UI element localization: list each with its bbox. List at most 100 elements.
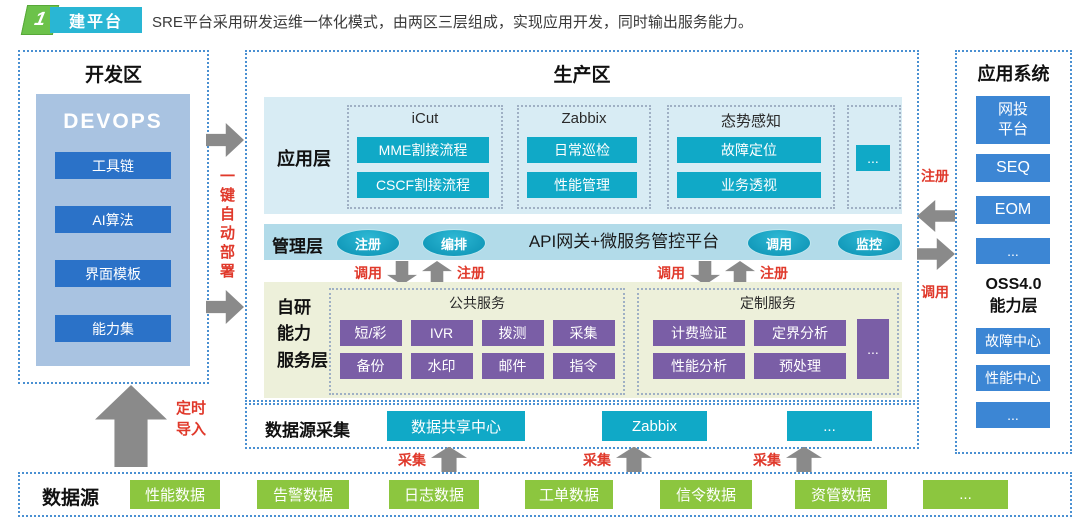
collect-data-share-center: 数据共享中心 — [387, 411, 525, 441]
public-service-row2: 备份 水印 邮件 指令 — [331, 353, 623, 379]
app-systems-title: 应用系统 — [977, 64, 1050, 84]
mgmt-layer: 管理层 注册 编排 API网关+微服务管控平台 调用 监控 — [264, 224, 902, 260]
svc-watermark: 水印 — [410, 353, 473, 379]
ds-signaling-data: 信令数据 — [660, 480, 752, 509]
devops-panel-title: DEVOPS — [63, 110, 163, 133]
ds-alarm-data: 告警数据 — [257, 480, 349, 509]
arrow-left-icon — [917, 200, 955, 232]
dev-item-ui-template: 界面模板 — [55, 260, 171, 287]
step-title-badge: 建平台 — [50, 7, 142, 33]
custom-service-row1: 计费验证 定界分析 — [639, 320, 897, 346]
dev-item-capability-set: 能力集 — [55, 315, 171, 342]
sys-fault-center: 故障中心 — [976, 328, 1050, 354]
collect-arrow-1: 采集 — [398, 446, 467, 474]
ds-more: ... — [923, 480, 1008, 509]
app-group-zabbix-title: Zabbix — [561, 110, 607, 127]
flow-register-label: 注册 — [760, 265, 788, 281]
api-gateway-title: API网关+微服务管控平台 — [528, 232, 720, 251]
oss-capability-label: OSS4.0 能力层 — [985, 276, 1042, 316]
dev-item-ai-algorithm: AI算法 — [55, 206, 171, 233]
dev-item-toolchain: 工具链 — [55, 152, 171, 179]
app-item-business-view: 业务透视 — [677, 172, 821, 198]
collect-label: 采集 — [753, 452, 781, 468]
ds-workorder-data: 工单数据 — [525, 480, 613, 509]
svc-performance-analysis: 性能分析 — [653, 353, 745, 379]
custom-service-more: ... — [857, 319, 889, 379]
arrow-right-icon — [917, 238, 955, 270]
mgmt-flow-left: 调用 注册 — [354, 260, 485, 286]
collect-label: 采集 — [583, 452, 611, 468]
sys-network-invest-platform: 网投 平台 — [976, 96, 1050, 144]
pill-register: 注册 — [336, 229, 400, 257]
dev-zone-title: 开发区 — [84, 65, 142, 86]
arrow-right-icon — [206, 290, 244, 324]
app-group-zabbix: Zabbix 日常巡检 性能管理 — [517, 105, 651, 209]
flow-call-label: 调用 — [354, 265, 382, 281]
collect-arrow-2: 采集 — [583, 446, 652, 474]
dev-zone: 开发区 DEVOPS 工具链 AI算法 界面模板 能力集 — [18, 50, 209, 384]
svc-email: 邮件 — [481, 353, 544, 379]
svc-backup: 备份 — [339, 353, 402, 379]
svc-collect: 采集 — [552, 320, 615, 346]
svc-billing-verify: 计费验证 — [653, 320, 745, 346]
app-group-icut: iCut MME割接流程 CSCF割接流程 — [347, 105, 503, 209]
arrow-up-icon — [95, 385, 167, 467]
app-group-icut-title: iCut — [411, 110, 439, 127]
one-click-deploy-label: 一键自动部署 — [218, 168, 235, 282]
pill-call: 调用 — [747, 229, 811, 257]
app-layer: 应用层 iCut MME割接流程 CSCF割接流程 Zabbix 日常巡检 性能… — [264, 97, 902, 214]
app-group-more: ... — [847, 105, 901, 209]
ds-log-data: 日志数据 — [389, 480, 479, 509]
sys-performance-center: 性能中心 — [976, 365, 1050, 391]
arrow-up-icon — [786, 446, 822, 474]
production-zone-title: 生产区 — [553, 65, 611, 86]
custom-service-row2: 性能分析 预处理 — [639, 353, 897, 379]
flow-register-label: 注册 — [457, 265, 485, 281]
app-item-cscf-cutover: CSCF割接流程 — [357, 172, 489, 198]
sys-eom: EOM — [976, 196, 1050, 224]
app-item-daily-inspection: 日常巡检 — [527, 137, 637, 163]
arrow-right-icon — [206, 123, 244, 157]
pill-orchestrate: 编排 — [422, 229, 486, 257]
sys-seq: SEQ — [976, 154, 1050, 182]
svc-preprocess: 预处理 — [754, 353, 846, 379]
svc-dial-test: 拨测 — [481, 320, 544, 346]
app-item-more: ... — [856, 145, 890, 171]
ds-resource-data: 资管数据 — [795, 480, 887, 509]
app-group-situation-awareness: 态势感知 故障定位 业务透视 — [667, 105, 835, 209]
sys-more-bottom: ... — [976, 402, 1050, 428]
public-service-group: 公共服务 短/彩 IVR 拨测 采集 备份 水印 邮件 指令 — [329, 288, 625, 395]
service-layer-label: 自研 能力 服务层 — [277, 298, 328, 370]
devops-panel: DEVOPS 工具链 AI算法 界面模板 能力集 — [36, 94, 190, 366]
service-layer: 自研 能力 服务层 公共服务 短/彩 IVR 拨测 采集 备份 水印 邮件 指令… — [264, 282, 902, 398]
public-service-title: 公共服务 — [449, 295, 505, 311]
scheduled-import-label: 定时 导入 — [176, 400, 207, 438]
app-item-mme-cutover: MME割接流程 — [357, 137, 489, 163]
datasource-label: 数据源 — [42, 488, 100, 509]
svc-ivr: IVR — [410, 320, 473, 346]
mgmt-layer-label: 管理层 — [272, 237, 323, 256]
mgmt-flow-right: 调用 注册 — [657, 260, 788, 286]
svc-sms-mms: 短/彩 — [339, 320, 402, 346]
svc-command: 指令 — [552, 353, 615, 379]
app-item-performance-mgmt: 性能管理 — [527, 172, 637, 198]
arrow-up-icon — [431, 446, 467, 474]
collection-layer: 数据源采集 数据共享中心 Zabbix ... — [245, 403, 919, 449]
app-item-fault-location: 故障定位 — [677, 137, 821, 163]
custom-service-title: 定制服务 — [740, 295, 796, 311]
custom-service-group: 定制服务 计费验证 定界分析 性能分析 预处理 ... — [637, 288, 899, 395]
svc-demarcation-analysis: 定界分析 — [754, 320, 846, 346]
collect-zabbix: Zabbix — [602, 411, 707, 441]
pill-monitor: 监控 — [837, 229, 901, 257]
sys-more-top: ... — [976, 238, 1050, 264]
right-flow-call-label: 调用 — [921, 284, 949, 300]
ds-performance-data: 性能数据 — [130, 480, 220, 509]
collect-arrow-3: 采集 — [753, 446, 822, 474]
datasource-zone: 数据源 性能数据 告警数据 日志数据 工单数据 信令数据 资管数据 ... — [18, 472, 1072, 517]
collect-label: 采集 — [398, 452, 426, 468]
arrow-up-icon — [616, 446, 652, 474]
flow-call-label: 调用 — [657, 265, 685, 281]
app-layer-label: 应用层 — [277, 149, 331, 169]
production-zone: 生产区 应用层 iCut MME割接流程 CSCF割接流程 Zabbix 日常巡… — [245, 50, 919, 402]
